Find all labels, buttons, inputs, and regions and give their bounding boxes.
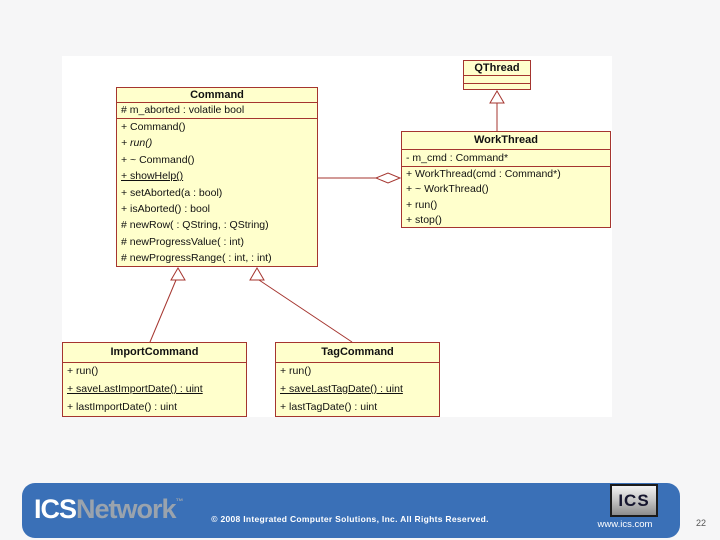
class-tagcommand-methods: + run() + saveLastTagDate() : uint + las…: [276, 363, 439, 416]
method: # newProgressRange( : int, : int): [121, 252, 272, 265]
method: + ~ Command(): [121, 153, 195, 166]
class-qthread-methods: [464, 83, 530, 90]
class-qthread-title: QThread: [464, 61, 530, 76]
method: + ~ WorkThread(): [406, 183, 489, 196]
copyright-text: © 2008 Integrated Computer Solutions, In…: [211, 514, 489, 524]
class-tagcommand-title: TagCommand: [276, 343, 439, 363]
class-qthread: QThread: [463, 60, 531, 90]
website-link[interactable]: www.ics.com: [597, 519, 653, 530]
logo-network-text: Network: [76, 494, 177, 524]
class-command-methods: + Command() + run() + ~ Command() + show…: [117, 119, 317, 267]
method: # newRow( : QString, : QString): [121, 219, 269, 232]
ics-network-logo: ICSNetwork™: [34, 487, 184, 524]
method-virtual: + run(): [121, 137, 153, 150]
attribute: # m_aborted : volatile bool: [121, 104, 245, 116]
method: + lastImportDate() : uint: [67, 400, 177, 413]
logo-ics-text: ICS: [34, 494, 77, 524]
method: + run(): [67, 365, 99, 377]
page-number: 22: [696, 518, 707, 528]
method-static: + saveLastTagDate() : uint: [280, 382, 403, 395]
method: # newProgressValue( : int): [121, 235, 244, 248]
class-workthread-attributes: - m_cmd : Command*: [402, 150, 610, 167]
aggregation-workthread-command: [318, 172, 402, 184]
class-command-title: Command: [117, 88, 317, 103]
method: + Command(): [121, 121, 186, 133]
class-workthread-methods: + WorkThread(cmd : Command*) + ~ WorkThr…: [402, 167, 610, 229]
class-qthread-attributes: [464, 76, 530, 83]
method: + lastTagDate() : uint: [280, 400, 378, 413]
method: + setAborted(a : bool): [121, 186, 223, 199]
class-importcommand: ImportCommand + run() + saveLastImportDa…: [62, 342, 247, 417]
method: + WorkThread(cmd : Command*): [406, 168, 561, 180]
class-command-attributes: # m_aborted : volatile bool: [117, 103, 317, 119]
generalization-tagcommand-command: [249, 267, 353, 343]
method: + isAborted() : bool: [121, 203, 211, 216]
class-workthread: WorkThread - m_cmd : Command* + WorkThre…: [401, 131, 611, 228]
method: + run(): [280, 365, 312, 377]
class-importcommand-title: ImportCommand: [63, 343, 246, 363]
class-tagcommand: TagCommand + run() + saveLastTagDate() :…: [275, 342, 440, 417]
ics-logo-badge: ICS: [610, 484, 658, 517]
method-static: + showHelp(): [121, 170, 184, 183]
method: + stop(): [406, 214, 442, 227]
footer-bar: [22, 483, 680, 538]
uml-connectors: [149, 90, 505, 343]
ics-badge-text: ICS: [618, 491, 650, 510]
class-workthread-title: WorkThread: [402, 132, 610, 150]
method-static: + saveLastImportDate() : uint: [67, 382, 203, 395]
generalization-workthread-qthread: [489, 90, 505, 131]
class-importcommand-methods: + run() + saveLastImportDate() : uint + …: [63, 363, 246, 416]
class-command: Command # m_aborted : volatile bool + Co…: [116, 87, 318, 267]
method: + run(): [406, 198, 438, 211]
trademark-symbol: ™: [175, 497, 184, 506]
attribute: - m_cmd : Command*: [406, 152, 509, 164]
diagram-canvas: QThread Command # m_aborted : volatile b…: [62, 56, 612, 417]
generalization-importcommand-command: [149, 267, 186, 343]
